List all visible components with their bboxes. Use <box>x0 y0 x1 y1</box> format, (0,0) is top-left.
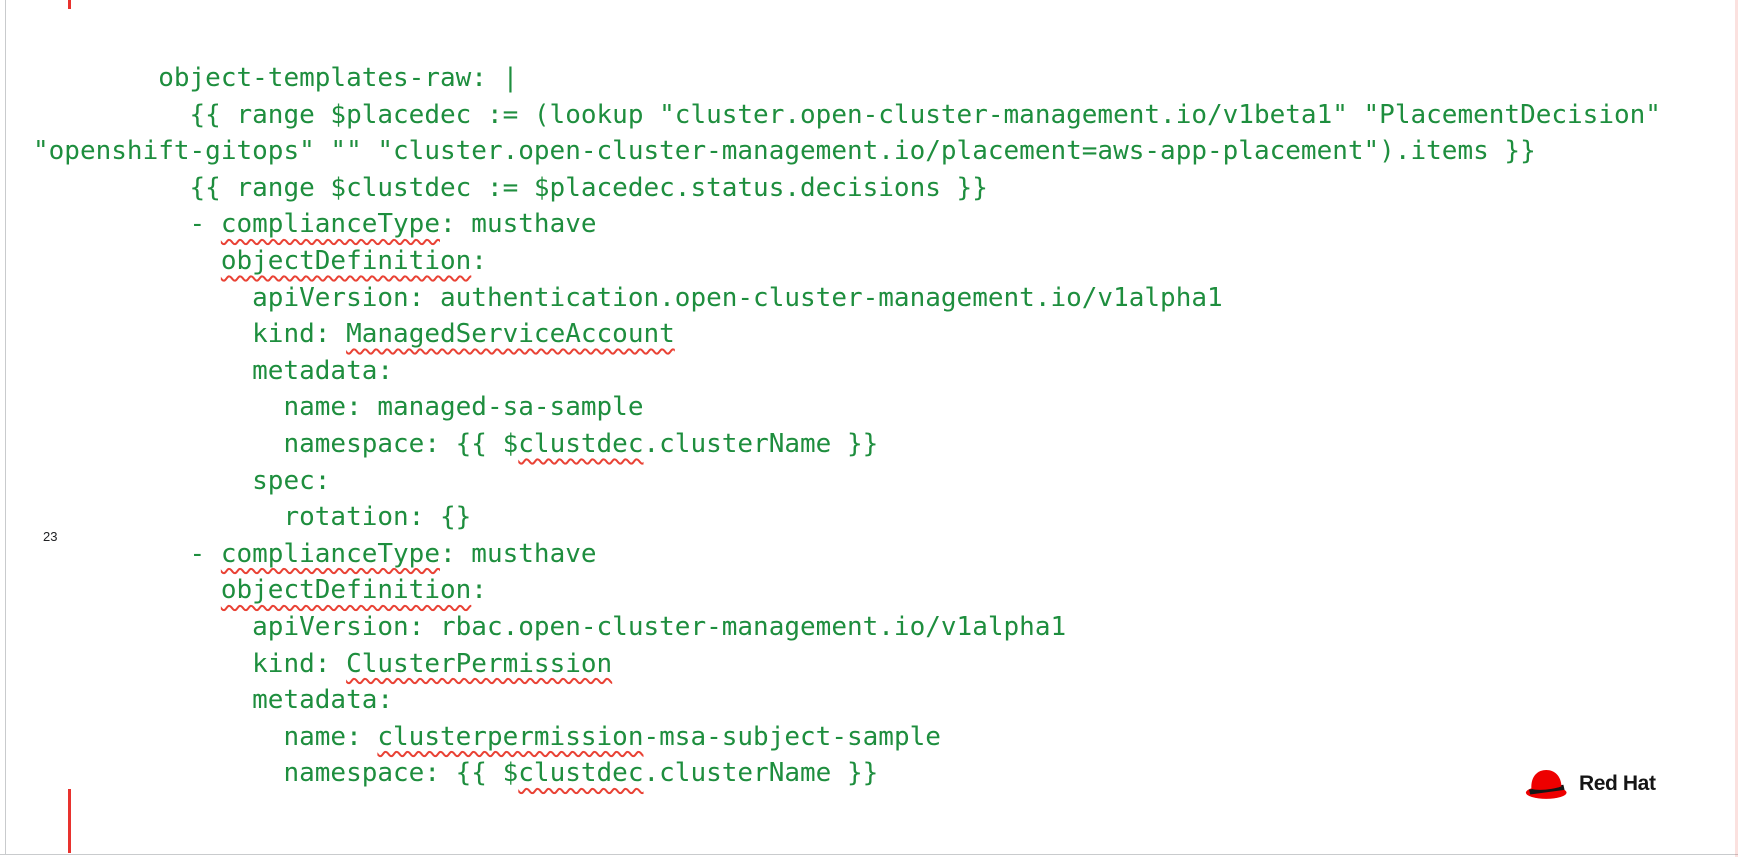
misspelled-word: complianceType <box>220 209 440 240</box>
code-line: objectDefinition: <box>220 245 487 276</box>
redhat-hat-icon <box>1522 764 1572 804</box>
red-line-shape-bottom <box>68 789 71 853</box>
code-line: {{ range $clustdec := $placedec.status.d… <box>33 172 988 203</box>
red-line-shape-top <box>68 0 71 9</box>
code-line: object-templates-raw: | <box>33 63 519 93</box>
misspelled-word: clusterpermission <box>377 721 644 752</box>
misspelled-word: objectDefinition <box>220 575 472 606</box>
code-line: objectDefinition: <box>220 575 487 606</box>
misspelled-word: clustdec <box>518 758 644 789</box>
code-line: apiVersion: authentication.open-cluster-… <box>33 282 1223 313</box>
page-number: 23 <box>43 529 58 544</box>
code-block[interactable]: object-templates-raw: | {{ range $placed… <box>33 60 1661 792</box>
code-line: metadata: <box>33 685 394 716</box>
code-line: {{ range $placedec := (lookup "cluster.o… <box>33 99 1661 130</box>
misspelled-word: ClusterPermission <box>346 648 613 679</box>
code-line: kind: ClusterPermission <box>33 648 613 679</box>
code-line: name: managed-sa-sample <box>33 392 644 423</box>
code-line: - complianceType: musthave <box>33 209 597 240</box>
code-line: metadata: <box>33 355 394 386</box>
code-line: kind: ManagedServiceAccount <box>33 319 675 350</box>
code-line: namespace: {{ $clustdec.clusterName }} <box>33 758 879 789</box>
misspelled-word: complianceType <box>220 538 440 569</box>
redhat-logo-text: Red Hat <box>1579 772 1656 795</box>
slide-bottom-border <box>0 854 1738 855</box>
code-line: - complianceType: musthave <box>33 538 597 569</box>
slide-left-border <box>5 0 6 855</box>
misspelled-word: objectDefinition <box>220 245 472 276</box>
code-line: apiVersion: rbac.open-cluster-management… <box>33 611 1067 642</box>
misspelled-word: ManagedServiceAccount <box>346 319 675 350</box>
code-line: spec: <box>33 465 331 496</box>
code-line: namespace: {{ $clustdec.clusterName }} <box>33 428 879 459</box>
slide-right-edge-highlight <box>1735 0 1738 857</box>
redhat-logo: Red Hat <box>1522 764 1656 804</box>
code-line: "openshift-gitops" "" "cluster.open-clus… <box>33 136 1536 167</box>
code-line: name: clusterpermission-msa-subject-samp… <box>33 721 941 752</box>
misspelled-word: clustdec <box>518 428 644 459</box>
code-line: rotation: {} <box>33 502 472 533</box>
